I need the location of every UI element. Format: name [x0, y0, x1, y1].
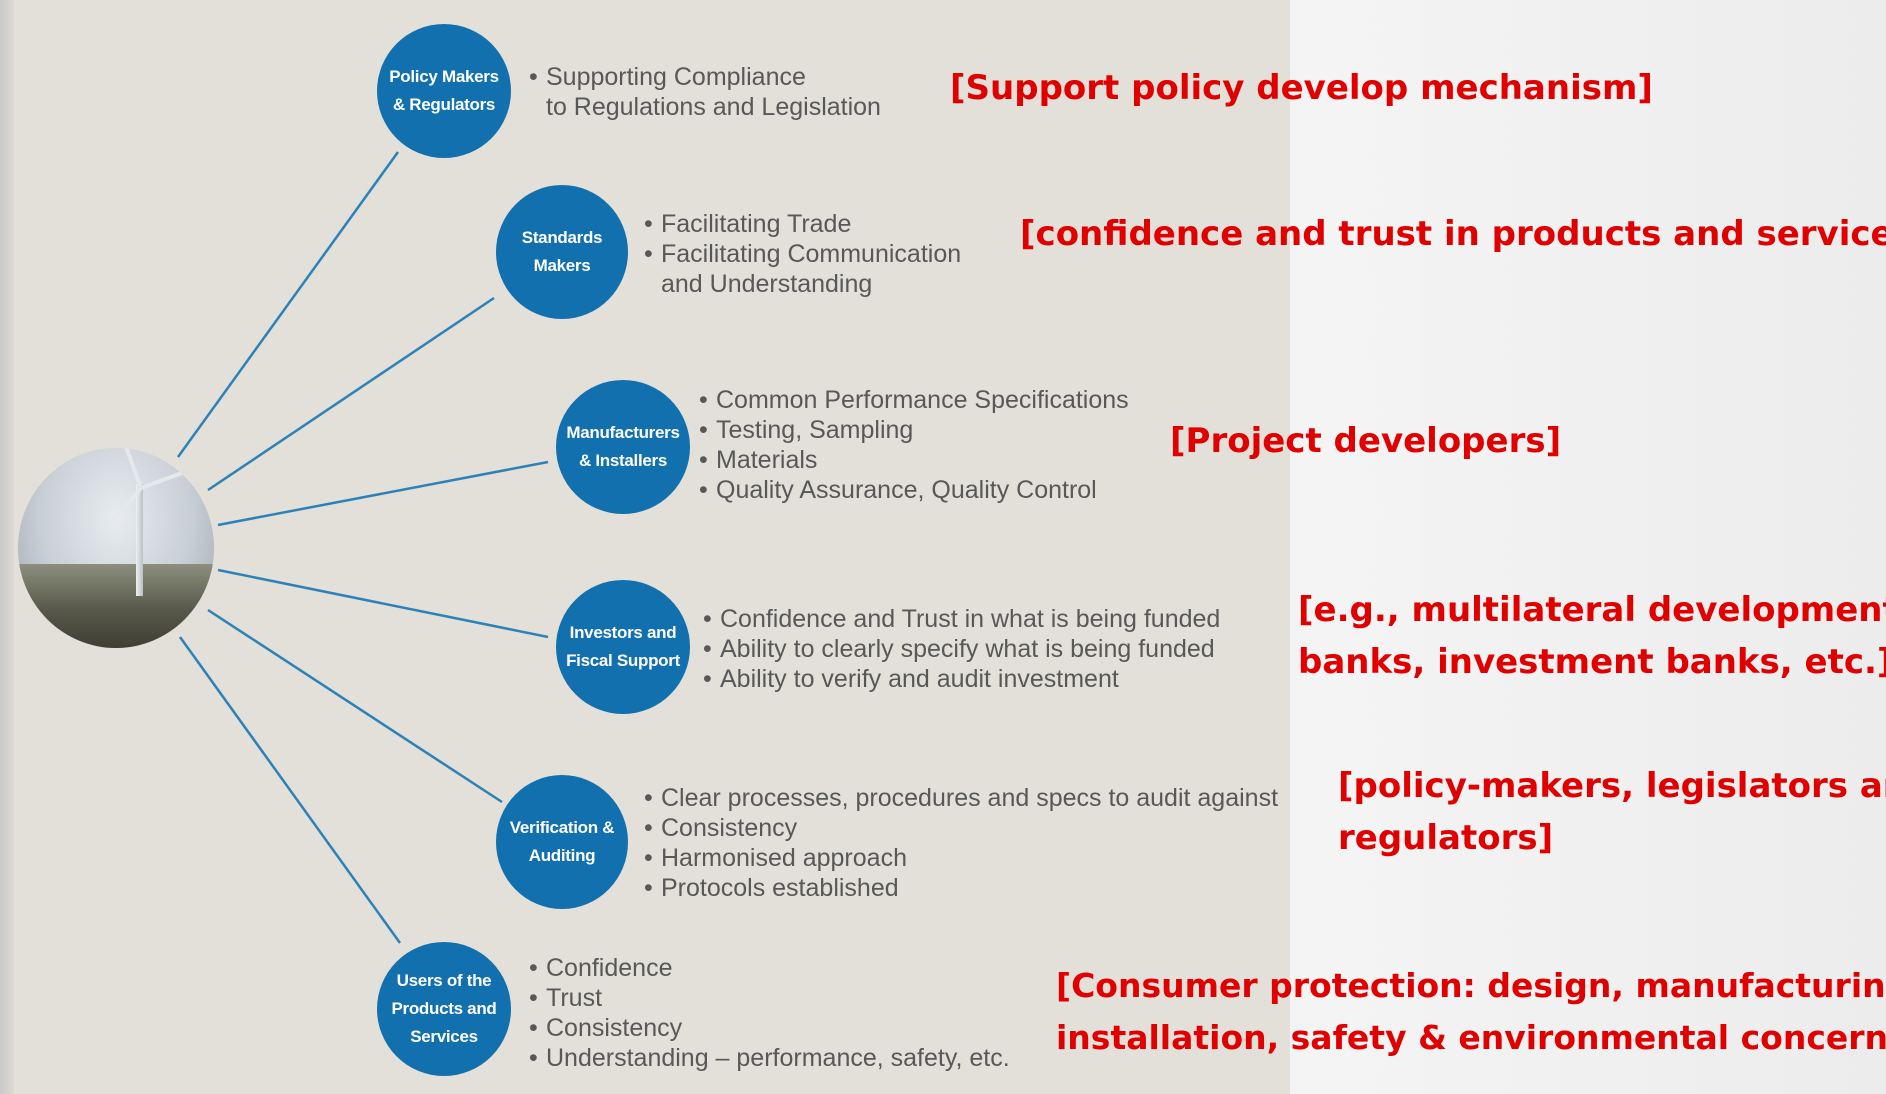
bullet-item: Materials [699, 445, 1129, 475]
policy-makers-note: [Support policy develop mechanism] [950, 62, 1653, 114]
connector-line-6 [178, 636, 402, 944]
node-label: Manufacturers & Installers [566, 423, 680, 470]
connector-line-4 [217, 568, 549, 639]
bullet-item: Quality Assurance, Quality Control [699, 475, 1129, 505]
turbine-tower [136, 484, 143, 596]
bullet-item: Clear processes, procedures and specs to… [644, 783, 1278, 813]
users-node: Users of the Products and Services [377, 942, 511, 1076]
manufacturers-bullets: Common Performance Specifications Testin… [699, 385, 1129, 505]
bullet-item: Confidence and Trust in what is being fu… [703, 604, 1220, 634]
standards-makers-note: [confidence and trust in products and se… [1020, 208, 1886, 260]
connector-line-1 [176, 151, 400, 458]
bullet-item: Ability to verify and audit investment [703, 664, 1220, 694]
users-note: [Consumer protection: design, manufactur… [1056, 960, 1886, 1064]
turbine-blade [115, 448, 143, 489]
bullet-item: Harmonised approach [644, 843, 1278, 873]
panel-edge [0, 0, 14, 1094]
bullet-item: Facilitating Trade [644, 209, 961, 239]
bullet-item: Confidence [529, 953, 1010, 983]
wind-turbine-photo [18, 448, 214, 648]
note-line: [policy-makers, legislators and [1338, 766, 1886, 806]
investors-bullets: Confidence and Trust in what is being fu… [703, 604, 1220, 694]
policy-makers-node: Policy Makers & Regulators [377, 24, 511, 158]
node-label: Policy Makers & Regulators [389, 67, 499, 114]
standards-makers-bullets: Facilitating Trade Facilitating Communic… [644, 209, 961, 299]
note-line: banks, investment banks, etc.] [1298, 642, 1886, 682]
bullet-item: Trust [529, 983, 1010, 1013]
note-line: [confidence and trust in products and se… [1020, 214, 1886, 254]
connector-line-2 [207, 296, 495, 492]
diagram-panel [0, 0, 1290, 1094]
bullet-item: Understanding – performance, safety, etc… [529, 1043, 1010, 1073]
note-line: [Support policy develop mechanism] [950, 68, 1653, 108]
bullet-item: Common Performance Specifications [699, 385, 1129, 415]
node-label: Users of the Products and Services [391, 971, 497, 1046]
note-line: installation, safety & environmental con… [1056, 1018, 1886, 1057]
bullet-item: Protocols established [644, 873, 1278, 903]
note-line: regulators] [1338, 818, 1554, 858]
verification-note: [policy-makers, legislators and regulator… [1338, 760, 1886, 864]
bullet-item: Testing, Sampling [699, 415, 1129, 445]
standards-makers-node: Standards Makers [496, 185, 628, 319]
bullet-item: Ability to clearly specify what is being… [703, 634, 1220, 664]
node-label: Verification & Auditing [509, 818, 615, 865]
manufacturers-node: Manufacturers & Installers [556, 380, 690, 514]
node-label: Investors and Fiscal Support [566, 623, 680, 670]
note-line: [Project developers] [1170, 421, 1562, 461]
field-ground [18, 564, 214, 648]
note-line: [Consumer protection: design, manufactur… [1056, 966, 1886, 1005]
node-label: Standards Makers [521, 228, 603, 275]
investors-note: [e.g., multilateral development banks, in… [1298, 584, 1886, 688]
manufacturers-note: [Project developers] [1170, 415, 1561, 467]
investors-node: Investors and Fiscal Support [556, 580, 690, 714]
bullet-item: Consistency [529, 1013, 1010, 1043]
verification-bullets: Clear processes, procedures and specs to… [644, 783, 1278, 903]
connector-line-3 [217, 460, 549, 527]
connector-line-5 [207, 608, 503, 804]
verification-node: Verification & Auditing [496, 775, 628, 909]
note-line: [e.g., multilateral development [1298, 590, 1886, 630]
users-bullets: Confidence Trust Consistency Understandi… [529, 953, 1010, 1073]
bullet-item: Consistency [644, 813, 1278, 843]
